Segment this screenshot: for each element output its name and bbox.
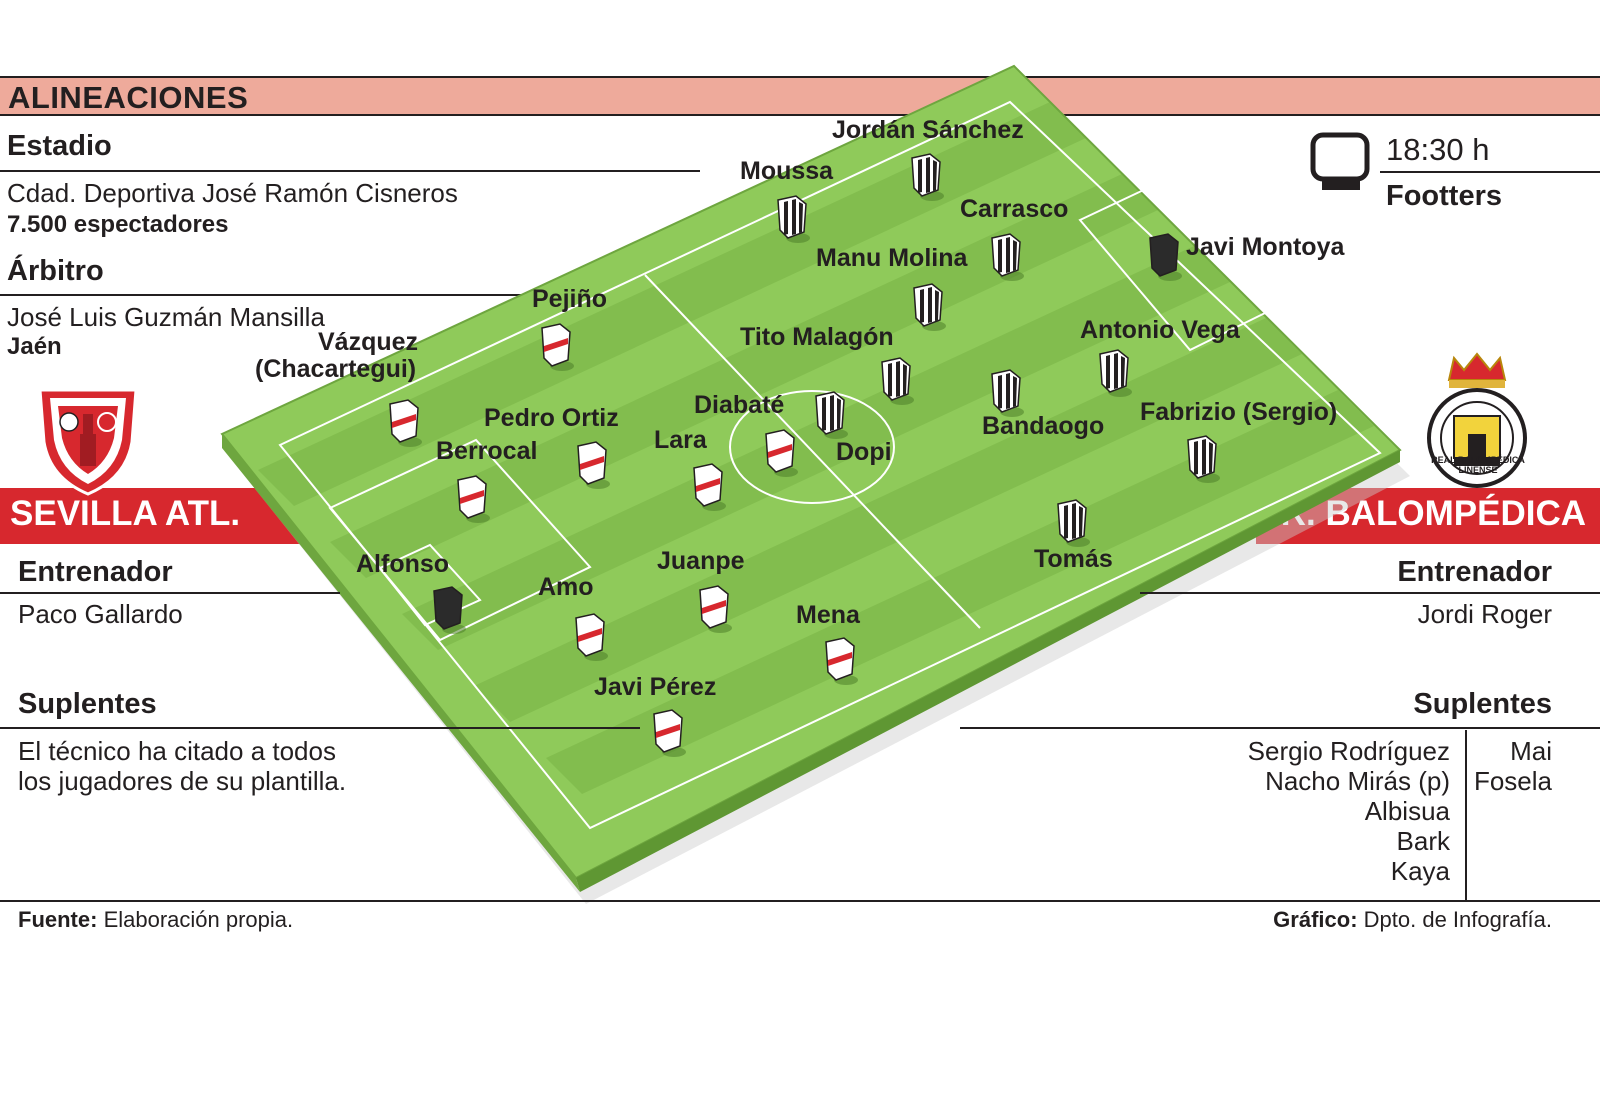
pitch-stripes — [258, 102, 1374, 794]
away-player-shirt — [881, 357, 914, 405]
spectators: 7.500 espectadores — [7, 211, 229, 238]
balompedica-crest — [1427, 352, 1527, 488]
divider — [0, 170, 700, 172]
home-subs-note-1: El técnico ha citado a todos — [18, 736, 336, 766]
referee-heading: Árbitro — [7, 255, 104, 287]
away-player-shirt — [991, 369, 1024, 417]
home-team-bar: SEVILLA ATL. — [0, 488, 300, 544]
home-player-name: Mena — [796, 601, 860, 629]
source-label: Fuente: — [18, 907, 98, 932]
graphic-credit: Gráfico: Dpto. de Infografía. — [1273, 907, 1552, 933]
away-player-shirt — [991, 233, 1024, 281]
stadium-heading: Estadio — [7, 130, 112, 162]
home-player-name: (Chacartegui) — [255, 355, 417, 383]
away-player-shirt — [1057, 499, 1090, 547]
tv-icon — [1310, 132, 1370, 190]
graphic-label: Gráfico: — [1273, 907, 1358, 932]
away-subs-list-1: Sergio Rodríguez Nacho Mirás (p) Albisua… — [1248, 736, 1450, 886]
away-coach: Jordi Roger — [1417, 599, 1552, 629]
divider — [960, 727, 1600, 729]
graphic-text: Dpto. de Infografía. — [1357, 907, 1552, 932]
home-team-name: SEVILLA ATL. — [10, 494, 241, 533]
match-time: 18:30 h — [1386, 132, 1490, 167]
home-player-name: Vázquez — [318, 328, 419, 356]
away-player-shirt — [911, 153, 944, 201]
home-coach: Paco Gallardo — [18, 599, 183, 629]
sub-player: Bark — [1396, 826, 1450, 856]
away-crest-text: REAL BALOMPÉDICA LINENSE — [1431, 455, 1525, 475]
sub-player: Sergio Rodríguez — [1247, 736, 1450, 766]
subs-column-divider — [1465, 730, 1467, 900]
sub-player: Albisua — [1364, 796, 1450, 826]
home-player-shirt — [825, 637, 858, 685]
home-subs-note-2: los jugadores de su plantilla. — [18, 766, 347, 796]
referee-origin: Jaén — [7, 333, 62, 360]
referee-name: José Luis Guzmán Mansilla — [7, 302, 325, 332]
stadium-name: Cdad. Deportiva José Ramón Cisneros — [7, 178, 458, 208]
away-subs-list-2: Mai Fosela — [1474, 736, 1552, 796]
home-player-shirt — [765, 429, 798, 477]
away-player-name: Dopi — [836, 438, 892, 466]
home-player-shirt — [389, 399, 422, 447]
home-player-name: Lara — [654, 426, 707, 454]
away-player-name: Javi Montoya — [1186, 233, 1345, 261]
divider — [0, 592, 340, 594]
away-player-shirt — [1149, 233, 1182, 281]
home-player-name: Javi Pérez — [594, 673, 717, 701]
sub-player: Kaya — [1390, 856, 1450, 886]
away-player-name: Tomás — [1034, 545, 1113, 573]
footer-divider — [0, 900, 1600, 902]
source-credit: Fuente: Elaboración propia. — [18, 907, 293, 933]
home-player-shirt — [575, 613, 608, 661]
tv-channel: Footters — [1386, 180, 1502, 212]
sub-player: Nacho Mirás (p) — [1265, 766, 1450, 796]
away-player-name: Moussa — [740, 157, 834, 185]
home-player-shirt — [541, 323, 574, 371]
away-player-name: Fabrizio (Sergio) — [1140, 398, 1338, 426]
source-text: Elaboración propia. — [97, 907, 294, 932]
away-player-name: Antonio Vega — [1080, 316, 1240, 344]
title-bar: ALINEACIONES — [0, 76, 1600, 116]
home-player-shirt — [577, 441, 610, 489]
sub-player: Fosela — [1473, 766, 1552, 796]
page-title: ALINEACIONES — [8, 80, 249, 115]
home-player-shirt — [699, 585, 732, 633]
away-team-name: R. BALOMPÉDICA — [1280, 494, 1586, 533]
away-player-name: Bandaogo — [982, 412, 1105, 440]
home-coach-heading: Entrenador — [18, 556, 173, 588]
away-coach-heading: Entrenador — [1397, 556, 1552, 588]
divider — [0, 294, 560, 296]
home-player-name: Amo — [538, 573, 594, 601]
sevilla-atletico-crest — [38, 388, 138, 496]
away-player-name: Jordán Sánchez — [832, 116, 1024, 144]
divider — [0, 727, 640, 729]
home-player-name: Pejiño — [532, 285, 608, 313]
away-player-name: Carrasco — [960, 195, 1069, 223]
home-player-shirt — [457, 475, 490, 523]
away-subs-heading: Suplentes — [1413, 688, 1552, 720]
home-player-name: Pedro Ortiz — [484, 404, 619, 432]
away-player-name: Tito Malagón — [740, 323, 894, 351]
divider — [1380, 171, 1600, 173]
home-player-shirt — [693, 463, 726, 511]
sub-player: Mai — [1510, 736, 1552, 766]
away-player-shirt — [777, 195, 810, 243]
home-player-name: Berrocal — [436, 437, 538, 465]
pitch-lines — [278, 100, 1382, 830]
home-player-name: Alfonso — [356, 550, 450, 578]
away-player-shirt — [913, 283, 946, 331]
home-player-name: Diabaté — [694, 391, 785, 419]
divider — [1140, 592, 1600, 594]
home-player-name: Juanpe — [657, 547, 745, 575]
home-subs-heading: Suplentes — [18, 688, 157, 720]
home-player-shirt — [433, 586, 466, 634]
away-player-shirt — [1099, 349, 1132, 397]
home-player-shirt — [653, 709, 686, 757]
away-player-shirt — [815, 391, 848, 439]
away-player-shirt — [1187, 435, 1220, 483]
away-player-name: Manu Molina — [816, 244, 968, 272]
